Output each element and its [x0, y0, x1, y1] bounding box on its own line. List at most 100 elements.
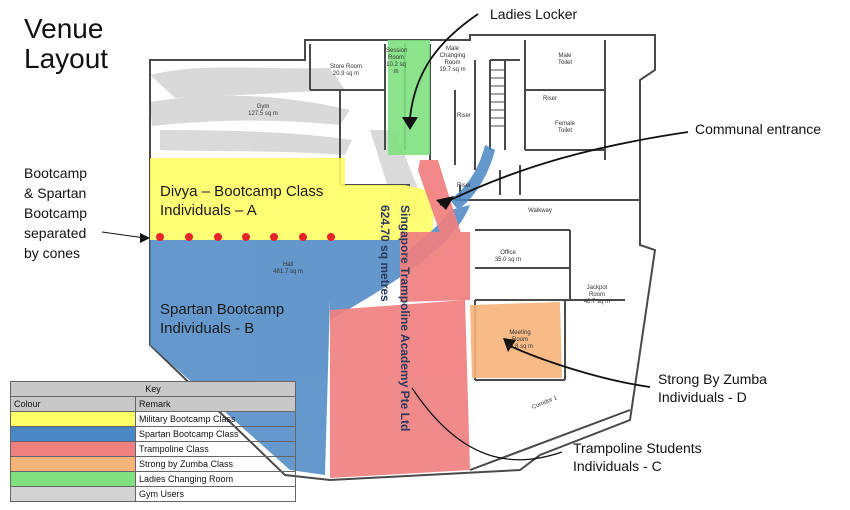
- zumba-arrow: [507, 344, 651, 388]
- key-swatch: [10, 471, 136, 487]
- communal-entrance-arrow: [439, 131, 689, 206]
- cones-arrow: [101, 231, 146, 239]
- zumba-note-line: Individuals - D: [658, 389, 747, 405]
- trampoline-zone: [330, 160, 470, 478]
- area-vertical-label: 624.70 sq metres: [378, 205, 392, 302]
- meeting-room-label: Meeting Room 16.8 sq m: [500, 330, 540, 351]
- trampoline-arrow: [411, 387, 563, 461]
- cone-marker: [270, 233, 278, 241]
- room-label-line: Session Room: [386, 48, 408, 61]
- page-title: Venue Layout: [24, 14, 108, 74]
- zumba-arrowhead: [503, 338, 516, 352]
- male-changing-label: Male Changing Room 19.7 sq m: [430, 46, 475, 74]
- spartan-zone-line: Spartan Bootcamp: [160, 301, 285, 318]
- bootcamp-zone-line: Individuals – A: [160, 202, 257, 219]
- riser-label: Riser: [456, 183, 471, 189]
- cones-note-line: & Spartan: [24, 185, 87, 201]
- key-title-row: Key: [10, 381, 296, 397]
- ladies-changing-zone: [388, 40, 430, 155]
- bootcamp-zone-line: Divya – Bootcamp Class: [160, 183, 324, 200]
- trampoline-note: Trampoline Students Individuals - C: [573, 439, 702, 475]
- key-swatch: [10, 486, 136, 502]
- room-label-line: Room: [444, 60, 461, 66]
- room-label-line: 35.0 sq m: [494, 257, 522, 263]
- room-label-line: Changing: [439, 53, 466, 59]
- key-header-row: Colour Remark: [10, 396, 296, 412]
- title-line-2: Layout: [24, 43, 109, 74]
- spartan-zone-line: Individuals - B: [160, 320, 255, 337]
- riser-label: Riser: [456, 113, 471, 119]
- hall-label: Hall 481.7 sq m: [268, 262, 308, 276]
- trampoline-note-line: Individuals - C: [573, 458, 662, 474]
- key-row: Ladies Changing Room: [10, 471, 296, 487]
- key-remark: Gym Users: [135, 486, 296, 502]
- cones-note: Bootcamp & Spartan Bootcamp separated by…: [24, 163, 87, 263]
- key-swatch: [10, 456, 136, 472]
- key-swatch: [10, 411, 136, 427]
- cone-marker: [327, 233, 335, 241]
- key-remark: Military Bootcamp Class: [135, 411, 296, 427]
- cones-note-line: Bootcamp: [24, 165, 88, 181]
- key-row: Military Bootcamp Class: [10, 411, 296, 427]
- arrow-heads: [140, 117, 516, 352]
- room-label-line: Female: [554, 121, 575, 127]
- room-label-line: Toilet: [557, 60, 572, 66]
- room-label-line: 16.8 sq m: [506, 344, 534, 350]
- key-remark-header: Remark: [135, 396, 296, 412]
- key-row: Gym Users: [10, 486, 296, 502]
- cones-note-line: Bootcamp: [24, 205, 88, 221]
- zumba-note-line: Strong By Zumba: [658, 371, 767, 387]
- cone-marker: [185, 233, 193, 241]
- room-label-line: Room: [511, 337, 528, 343]
- cones-line: [156, 233, 335, 241]
- jackpot-room-label: Jackpot Room 46.7 sq m: [577, 285, 617, 306]
- room-label-line: Jackpot: [586, 285, 608, 291]
- cone-marker: [299, 233, 307, 241]
- communal-entrance-label: Communal entrance: [695, 121, 822, 137]
- annotation-arrows: [101, 13, 689, 461]
- cones-arrowhead: [140, 233, 150, 243]
- academy-vertical-label: Singapore Trampoline Academy Pte Ltd: [398, 205, 412, 432]
- title-line-1: Venue: [24, 13, 104, 44]
- walkway-label: Walkway: [528, 208, 552, 214]
- bootcamp-zone-label: Divya – Bootcamp Class Individuals – A: [160, 182, 323, 220]
- room-label-line: Male: [445, 46, 459, 52]
- cone-marker: [214, 233, 222, 241]
- key-remark: Strong by Zumba Class: [135, 456, 296, 472]
- room-label-line: Room: [588, 292, 605, 298]
- spartan-zone-label: Spartan Bootcamp Individuals - B: [160, 300, 284, 338]
- female-toilet-label: Female Toilet: [545, 121, 585, 135]
- office-label: Office 35.0 sq m: [488, 250, 528, 264]
- session-room-label: Session Room 10.2 sq m: [386, 48, 408, 76]
- key-remark: Ladies Changing Room: [135, 471, 296, 487]
- key-row: Trampoline Class: [10, 441, 296, 457]
- gym-users-zone: [150, 67, 430, 225]
- communal-entrance-arrowhead: [436, 196, 454, 210]
- room-label-line: 19.7 sq m: [439, 67, 466, 73]
- key-table: Key Colour Remark Military Bootcamp Clas…: [10, 381, 296, 502]
- key-remark: Spartan Bootcamp Class: [135, 426, 296, 442]
- riser-label: Riser: [542, 96, 557, 102]
- stair-treads: [490, 69, 505, 127]
- room-label-line: Meeting: [509, 330, 531, 336]
- cones-note-line: by cones: [24, 245, 81, 261]
- room-label-line: Gym: [256, 104, 270, 110]
- zumba-note: Strong By Zumba Individuals - D: [658, 370, 767, 406]
- gym-room-label: Gym 127.5 sq m: [238, 104, 288, 118]
- room-label-line: 46.7 sq m: [583, 299, 611, 305]
- ladies-locker-arrowhead: [402, 117, 418, 130]
- room-label-line: Toilet: [557, 128, 572, 134]
- key-colour-header: Colour: [10, 396, 136, 412]
- key-swatch: [10, 426, 136, 442]
- room-label-line: Male: [558, 53, 572, 59]
- room-label-line: 20.9 sq m: [332, 71, 360, 77]
- cones-note-line: separated: [24, 225, 87, 241]
- room-label-line: Hall: [282, 262, 294, 268]
- key-row: Spartan Bootcamp Class: [10, 426, 296, 442]
- room-label-line: 127.5 sq m: [248, 111, 278, 117]
- key-remark: Trampoline Class: [135, 441, 296, 457]
- cone-marker: [242, 233, 250, 241]
- ladies-locker-arrow: [409, 13, 479, 119]
- room-label-line: 481.7 sq m: [273, 269, 303, 275]
